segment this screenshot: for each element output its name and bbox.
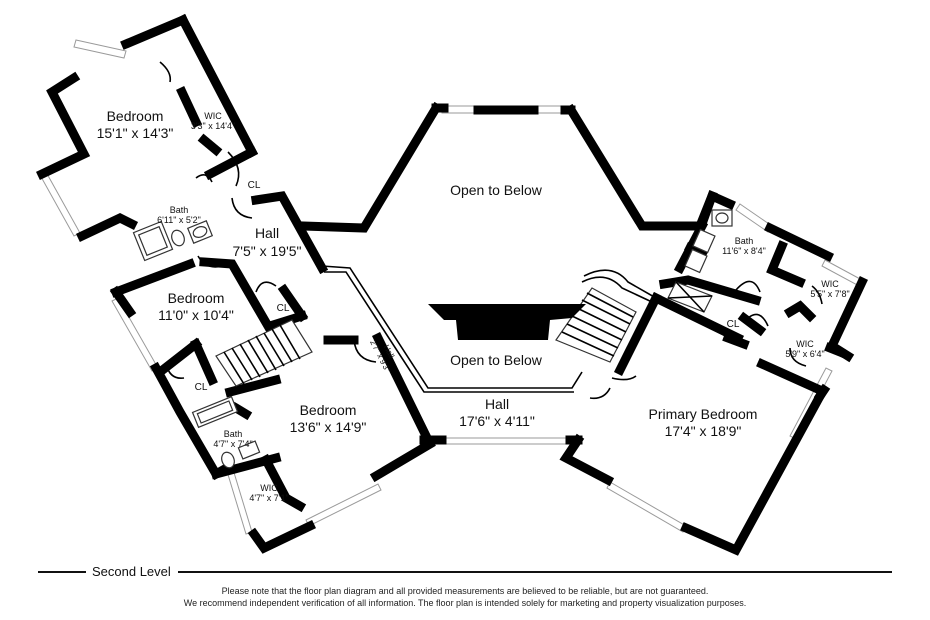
open-top-name: Open to Below bbox=[450, 182, 543, 198]
bedroom-w-dims: 11'0" x 10'4" bbox=[158, 307, 234, 323]
wic-e1-name: WIC bbox=[821, 279, 839, 289]
bath-e-dims: 11'6" x 8'4" bbox=[722, 246, 766, 256]
wic-e1-dims: 5'5" x 7'8" bbox=[810, 289, 849, 299]
disclaimer-line-2: We recommend independent verification of… bbox=[183, 598, 747, 608]
bath-sw-name: Bath bbox=[224, 429, 243, 439]
bath-nw-dims: 6'11" x 5'2" bbox=[157, 215, 201, 225]
open-mid-name: Open to Below bbox=[450, 352, 543, 368]
wic-e2-dims: 5'9" x 6'4" bbox=[785, 349, 824, 359]
hall-w-dims: 7'5" x 19'5" bbox=[233, 243, 302, 259]
balcony-railing bbox=[428, 304, 586, 340]
hall-w-name: Hall bbox=[255, 225, 279, 241]
wic-sw-dims: 4'7" x 7'1" bbox=[249, 493, 288, 503]
bath-sw-dims: 4'7" x 7'4" bbox=[213, 439, 252, 449]
wic-nw-dims: 3'3" x 14'4" bbox=[191, 121, 235, 131]
disclaimer-line-1: Please note that the floor plan diagram … bbox=[221, 586, 709, 596]
wic-e2-name: WIC bbox=[796, 339, 814, 349]
bedroom-s-name: Bedroom bbox=[300, 402, 357, 418]
cl-sw-name: CL bbox=[195, 382, 208, 393]
primary-bedroom-dims: 17'4" x 18'9" bbox=[665, 423, 742, 439]
primary-bedroom-name: Primary Bedroom bbox=[649, 406, 758, 422]
hall-s-dims: 17'6" x 4'11" bbox=[459, 413, 535, 429]
bath-e-name: Bath bbox=[735, 236, 754, 246]
bath-fixtures bbox=[132, 209, 733, 469]
bedroom-nw-dims: 15'1" x 14'3" bbox=[97, 125, 174, 141]
doors bbox=[159, 61, 823, 400]
cl-w-name: CL bbox=[277, 303, 290, 314]
bedroom-s-dims: 13'6" x 14'9" bbox=[290, 419, 367, 435]
footer-rule-left bbox=[38, 571, 86, 573]
cl-e-name: CL bbox=[727, 319, 740, 330]
wic-sw-name: WIC bbox=[260, 483, 278, 493]
bedroom-nw-name: Bedroom bbox=[107, 108, 164, 124]
hall-outline bbox=[321, 265, 657, 393]
cl-nw-name: CL bbox=[248, 180, 261, 191]
level-title: Second Level bbox=[90, 564, 173, 579]
bath-nw-name: Bath bbox=[170, 205, 189, 215]
wic-nw-name: WIC bbox=[204, 111, 222, 121]
room-labels: Bedroom 15'1" x 14'3" WIC 3'3" x 14'4" C… bbox=[97, 108, 850, 503]
bedroom-w-name: Bedroom bbox=[168, 290, 225, 306]
hall-s-name: Hall bbox=[485, 396, 509, 412]
footer-rule-right bbox=[178, 571, 892, 573]
walls bbox=[36, 13, 868, 556]
